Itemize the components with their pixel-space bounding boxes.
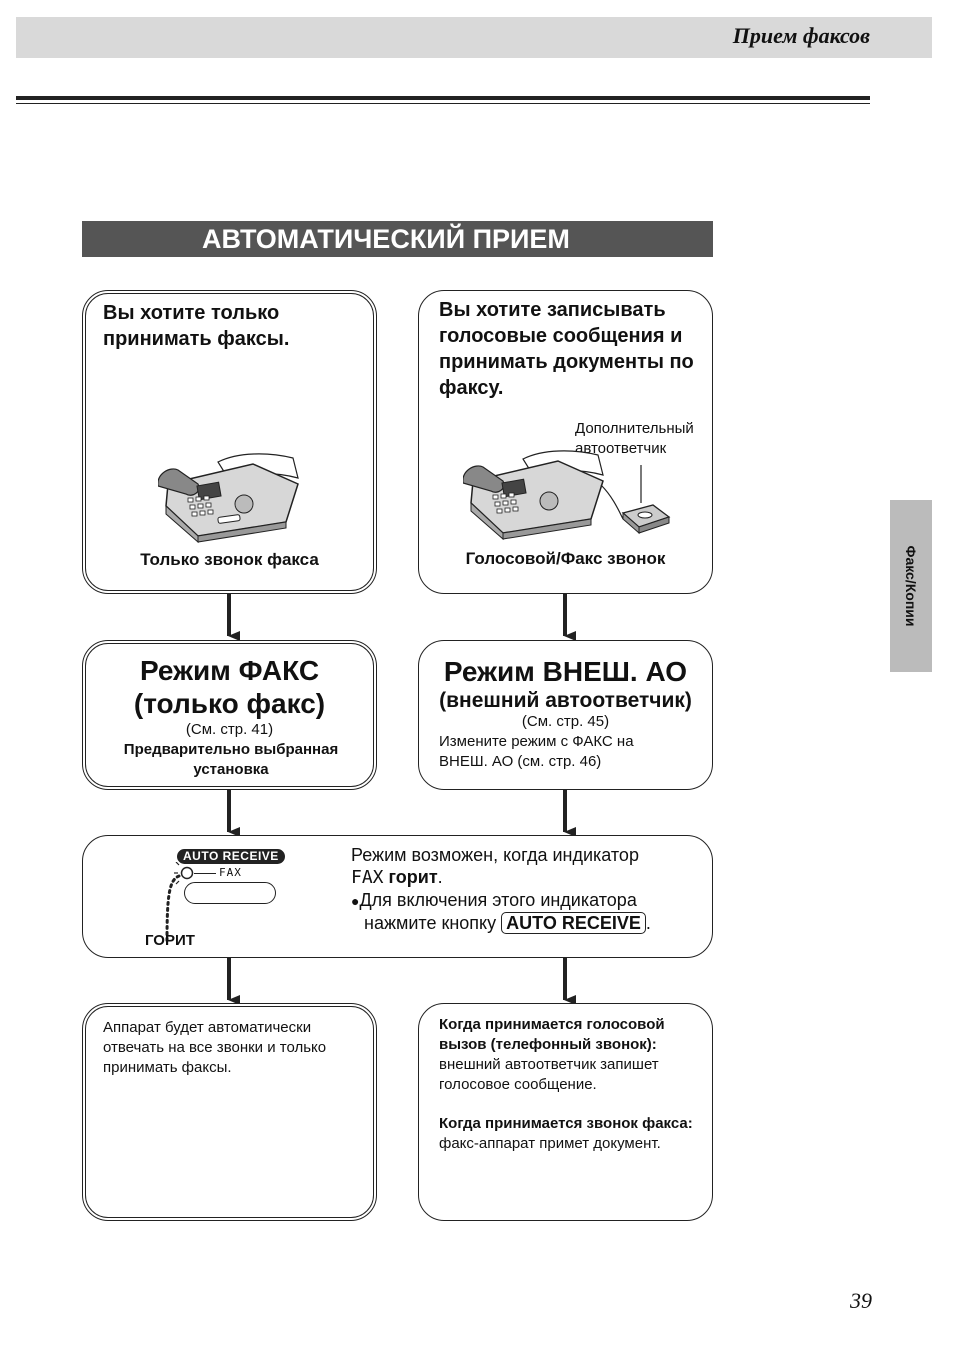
indicator-line-2: FAX горит. — [351, 866, 711, 889]
voice-call-heading: Когда принимается голосовой вызов (телеф… — [439, 1016, 665, 1053]
tad-mode-box: Режим ВНЕШ. АО (внешний автоответчик) (С… — [418, 640, 713, 790]
tad-mode-note: Измените режим с ФАКС на ВНЕШ. АО (см. с… — [439, 733, 634, 770]
lit-word: горит — [388, 867, 438, 887]
fax-mode-subtitle: (только факс) — [133, 688, 326, 719]
header-rule-thin — [16, 103, 870, 104]
fax-mode-title: Режим ФАКС — [139, 655, 320, 686]
left-question-box: Вы хотите только принимать факсы. Только… — [82, 290, 377, 594]
fax-indicator-lamp-icon — [165, 862, 194, 944]
indicator-line-4: нажмите кнопку AUTO RECEIVE. — [351, 912, 711, 934]
auto-receive-panel-button — [184, 882, 276, 904]
fax-with-answering-machine-icon — [463, 450, 671, 541]
bullet-line-2: нажмите кнопку — [364, 913, 497, 933]
period-1: . — [437, 867, 443, 887]
right-result-content: Когда принимается голосовой вызов (телеф… — [439, 1015, 701, 1154]
side-tab: Факс/Копии — [890, 500, 932, 672]
header-title: Прием факсов — [732, 23, 870, 48]
bullet-line-1: Для включения этого индикатора — [359, 890, 637, 910]
indicator-box: AUTO RECEIVE FAX ГОРИТ Режим возможен, к… — [82, 835, 713, 958]
tad-mode-subtitle: (внешний автоответчик) — [439, 689, 692, 712]
indicator-line-1: Режим возможен, когда индикатор — [351, 845, 639, 865]
period-2: . — [645, 913, 651, 933]
indicator-description: Режим возможен, когда индикатор FAX гори… — [351, 844, 711, 934]
auto-receive-panel-label: AUTO RECEIVE — [177, 849, 285, 864]
fax-call-body: факс-аппарат примет документ. — [439, 1135, 661, 1152]
tad-mode-title: Режим ВНЕШ. АО — [443, 656, 688, 687]
section-title: АВТОМАТИЧЕСКИЙ ПРИЕМ — [82, 221, 713, 257]
fax-call-heading: Когда принимается звонок факса: — [439, 1115, 693, 1132]
fax-lamp-label: FAX — [219, 866, 242, 879]
right-question-box: Вы хотите записывать голосовые сообщения… — [418, 290, 713, 594]
fax-mode-box: Режим ФАКС (только факс) (См. стр. 41) П… — [82, 640, 377, 790]
header-bar — [16, 17, 932, 58]
auto-receive-button-label: AUTO RECEIVE — [501, 912, 646, 934]
left-result-box: Аппарат будет автоматически отвечать на … — [82, 1003, 377, 1221]
left-result-text: Аппарат будет автоматически отвечать на … — [103, 1019, 327, 1076]
header-rule — [16, 96, 870, 100]
fax-mode-ref: (См. стр. 41) — [185, 721, 274, 738]
lit-label: ГОРИТ — [145, 932, 195, 949]
fax-word: FAX — [351, 867, 384, 888]
right-question-text: Вы хотите записывать голосовые сообщения… — [439, 299, 694, 399]
panel-line — [194, 873, 216, 874]
voice-call-body: внешний автоответчик запишет голосовое с… — [439, 1056, 659, 1093]
right-question-caption: Голосовой/Факс звонок — [465, 549, 666, 568]
answering-machine-callout: Дополнительный автоответчик — [575, 420, 694, 457]
fax-mode-preset: Предварительно выбранная установка — [123, 741, 339, 778]
fax-machine-icon — [158, 453, 299, 544]
tad-mode-ref: (См. стр. 45) — [521, 713, 610, 730]
bullet: ● — [351, 893, 360, 909]
left-question-caption: Только звонок факса — [140, 550, 319, 569]
left-question-text: Вы хотите только принимать факсы. — [103, 302, 290, 350]
page-number: 39 — [850, 1288, 872, 1313]
indicator-line-3: ●Для включения этого индикатора — [351, 889, 711, 912]
right-result-box: Когда принимается голосовой вызов (телеф… — [418, 1003, 713, 1221]
